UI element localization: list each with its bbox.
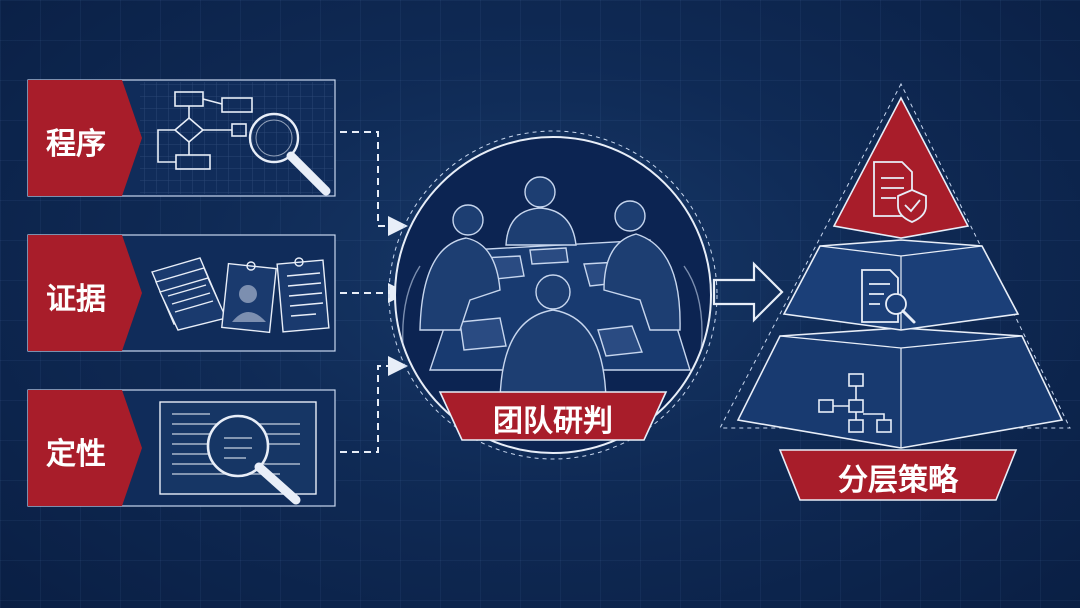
pyramid-tier-middle — [782, 239, 1020, 331]
input-panel-evidence — [27, 234, 336, 352]
strategy-label: 分层策略 — [838, 463, 958, 498]
arrow-procedure-to-team — [340, 131, 408, 236]
input-panel-procedure — [27, 79, 336, 197]
input-label-procedure: 程序 — [46, 127, 106, 162]
pyramid-tier-bottom — [736, 327, 1064, 449]
arrow-characterization-to-team — [340, 356, 408, 453]
document-shield-icon — [873, 161, 927, 223]
strategy-banner — [778, 449, 1018, 501]
documents-photo-icon — [151, 257, 330, 334]
document-search-icon — [861, 269, 916, 324]
strategy-pyramid — [719, 82, 1071, 501]
flowchart-magnifier-icon — [157, 91, 331, 196]
tab-characterization — [28, 390, 142, 506]
connector-arrows — [340, 131, 408, 453]
input-panel-characterization — [27, 389, 336, 507]
input-label-evidence: 证据 — [46, 282, 106, 317]
input-label-characterization: 定性 — [46, 437, 106, 472]
tab-evidence — [28, 235, 142, 351]
team-meeting-icon — [402, 176, 703, 401]
document-magnifier-icon — [159, 401, 317, 505]
team-judgment-label: 团队研判 — [493, 404, 613, 439]
tab-procedure — [28, 80, 142, 196]
team-judgment-circle — [388, 130, 718, 460]
hierarchy-icon — [818, 373, 892, 433]
flow-arrow-to-strategy — [712, 261, 784, 323]
team-judgment-banner — [438, 391, 668, 441]
